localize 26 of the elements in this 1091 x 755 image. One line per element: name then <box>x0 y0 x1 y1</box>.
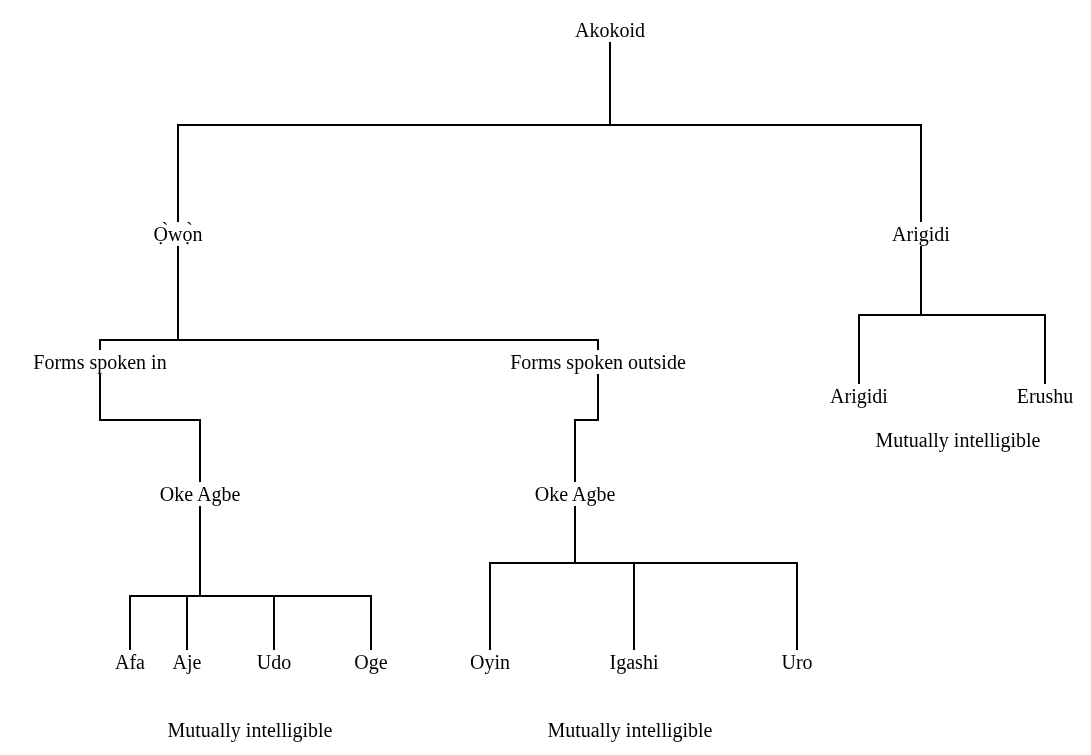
tree-node-label: Forms spoken outside <box>510 350 686 374</box>
tree-connector <box>99 373 201 483</box>
tree-node-label: Igashi <box>609 650 659 674</box>
tree-node-label: Erushu <box>1016 384 1074 408</box>
tree-connector <box>574 505 798 651</box>
tree-node-label: Oge <box>354 650 388 674</box>
tree-node-label: Oyin <box>470 650 510 674</box>
note-text: Mutually intelligible <box>167 718 333 742</box>
tree-node-label: Akokoid <box>575 18 645 42</box>
note-text: Mutually intelligible <box>547 718 713 742</box>
tree-connector <box>199 505 372 651</box>
tree-node-label: Arigidi <box>830 384 888 408</box>
tree-node-label: Afa <box>115 650 145 674</box>
note-text: Mutually intelligible <box>875 428 1041 452</box>
tree-connector <box>177 245 599 351</box>
tree-node-label: Arigidi <box>892 222 950 246</box>
tree-node-label: Forms spoken in <box>33 350 167 374</box>
tree-node-label: Ọ̀wọ̀n <box>153 222 203 246</box>
tree-node-label: Oke Agbe <box>534 482 616 506</box>
tree-node-label: Udo <box>256 650 292 674</box>
tree-connector <box>574 373 599 483</box>
tree-node-label: Oke Agbe <box>159 482 241 506</box>
tree-connector <box>920 245 1046 385</box>
tree-connector <box>609 41 922 223</box>
tree-node-label: Aje <box>172 650 202 674</box>
tree-node-label: Uro <box>781 650 813 674</box>
